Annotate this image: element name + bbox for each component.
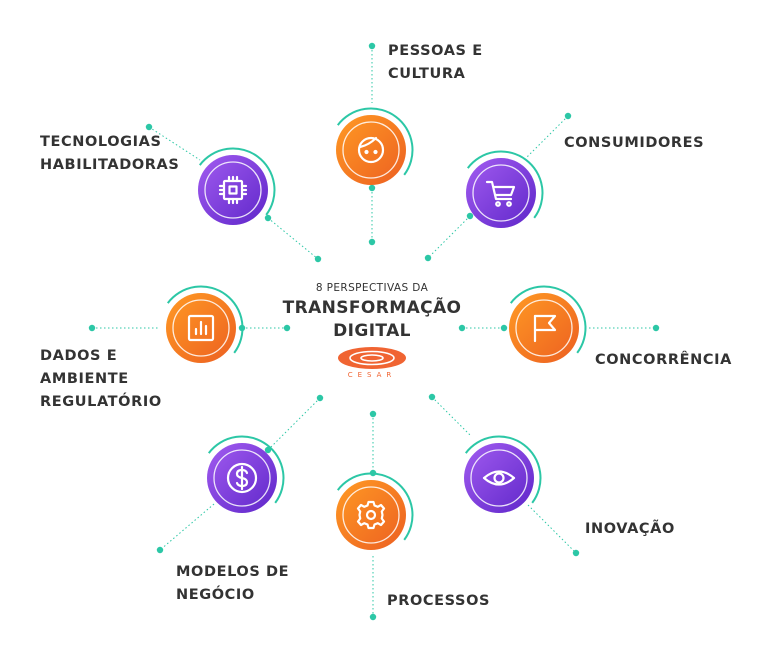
node-inner-ring: [204, 161, 262, 219]
label-modelos: MODELOS DE NEGÓCIO: [176, 564, 290, 603]
label-processos: PROCESSOS: [387, 593, 491, 609]
node-outer-ring: [509, 293, 579, 363]
node-ring-arc: [337, 107, 414, 176]
flag-icon: [533, 314, 557, 343]
node-ring-arc: [467, 150, 544, 219]
face-icon: [357, 136, 385, 164]
dot: [369, 410, 377, 418]
node-inner-ring: [342, 486, 400, 544]
node-inner-ring: [470, 449, 528, 507]
dot: [264, 446, 272, 454]
node-outer-ring: [336, 115, 406, 185]
node-outer-ring: [464, 443, 534, 513]
node-ring-arc: [465, 435, 542, 504]
label-dados: DADOS E AMBIENTE REGULATÓRIO: [40, 348, 162, 410]
logo-wordmark: CESAR: [347, 371, 397, 379]
dot: [156, 546, 164, 554]
dot: [368, 42, 376, 50]
center-title: TRANSFORMAÇÃO DIGITAL: [282, 298, 462, 341]
node-inner-ring: [472, 164, 530, 222]
label-consumidores: CONSUMIDORES: [564, 135, 705, 151]
node-outer-ring: [198, 155, 268, 225]
connector-inovacao-bottom: [527, 504, 577, 554]
connector-inovacao-top: [431, 396, 471, 436]
node-tecnologias: [198, 147, 276, 225]
node-ring-arc: [208, 435, 285, 504]
label-concorrencia: CONCORRÊNCIA: [595, 352, 732, 368]
node-ring-arc: [167, 285, 244, 354]
dot: [145, 123, 153, 131]
label-tecnologias: TECNOLOGIAS HABILITADORAS: [40, 134, 180, 173]
node-inovacao: [464, 435, 542, 513]
connectors: [92, 46, 656, 617]
node-inner-ring: [342, 121, 400, 179]
dot: [458, 324, 466, 332]
node-ring-arc: [510, 285, 587, 354]
node-modelos: [207, 435, 285, 513]
node-pessoas: [336, 107, 414, 185]
node-outer-ring: [336, 480, 406, 550]
dot: [368, 184, 376, 192]
dot: [283, 324, 291, 332]
node-consumidores: [466, 150, 544, 228]
cesar-logo: [338, 347, 406, 369]
dot: [564, 112, 572, 120]
node-dados: [166, 285, 244, 363]
connector-modelos-bottom: [159, 503, 215, 551]
dot: [466, 212, 474, 220]
node-inner-ring: [515, 299, 573, 357]
chip-icon: [218, 175, 248, 205]
dot: [652, 324, 660, 332]
dot: [572, 549, 580, 557]
node-inner-ring: [172, 299, 230, 357]
node-outer-ring: [466, 158, 536, 228]
gear-icon: [356, 500, 386, 530]
node-ring-arc: [199, 147, 276, 216]
dot: [368, 238, 376, 246]
dot: [88, 324, 96, 332]
dot: [424, 254, 432, 262]
node-inner-ring: [213, 449, 271, 507]
label-pessoas: PESSOAS E CULTURA: [388, 43, 483, 82]
dot: [316, 394, 324, 402]
dot: [369, 613, 377, 621]
dot: [264, 214, 272, 222]
connector-modelos-top: [267, 397, 321, 451]
dollar-icon: [226, 462, 258, 494]
dot: [500, 324, 508, 332]
node-concorrencia: [509, 285, 587, 363]
chart-icon: [187, 314, 215, 342]
label-inovacao: INOVAÇÃO: [585, 521, 675, 537]
connector-tecnologias-bottom: [267, 217, 319, 260]
dot: [314, 255, 322, 263]
connector-dots: [88, 42, 660, 621]
center-subtitle: 8 PERSPECTIVAS DA: [315, 282, 429, 294]
node-ring-arc: [337, 472, 414, 541]
cart-icon: [485, 180, 516, 207]
dot: [428, 393, 436, 401]
connector-consumidores-top: [525, 115, 569, 159]
eye-icon: [482, 470, 516, 486]
node-processos: [336, 472, 414, 550]
connector-consumidores-bottom: [427, 215, 471, 259]
